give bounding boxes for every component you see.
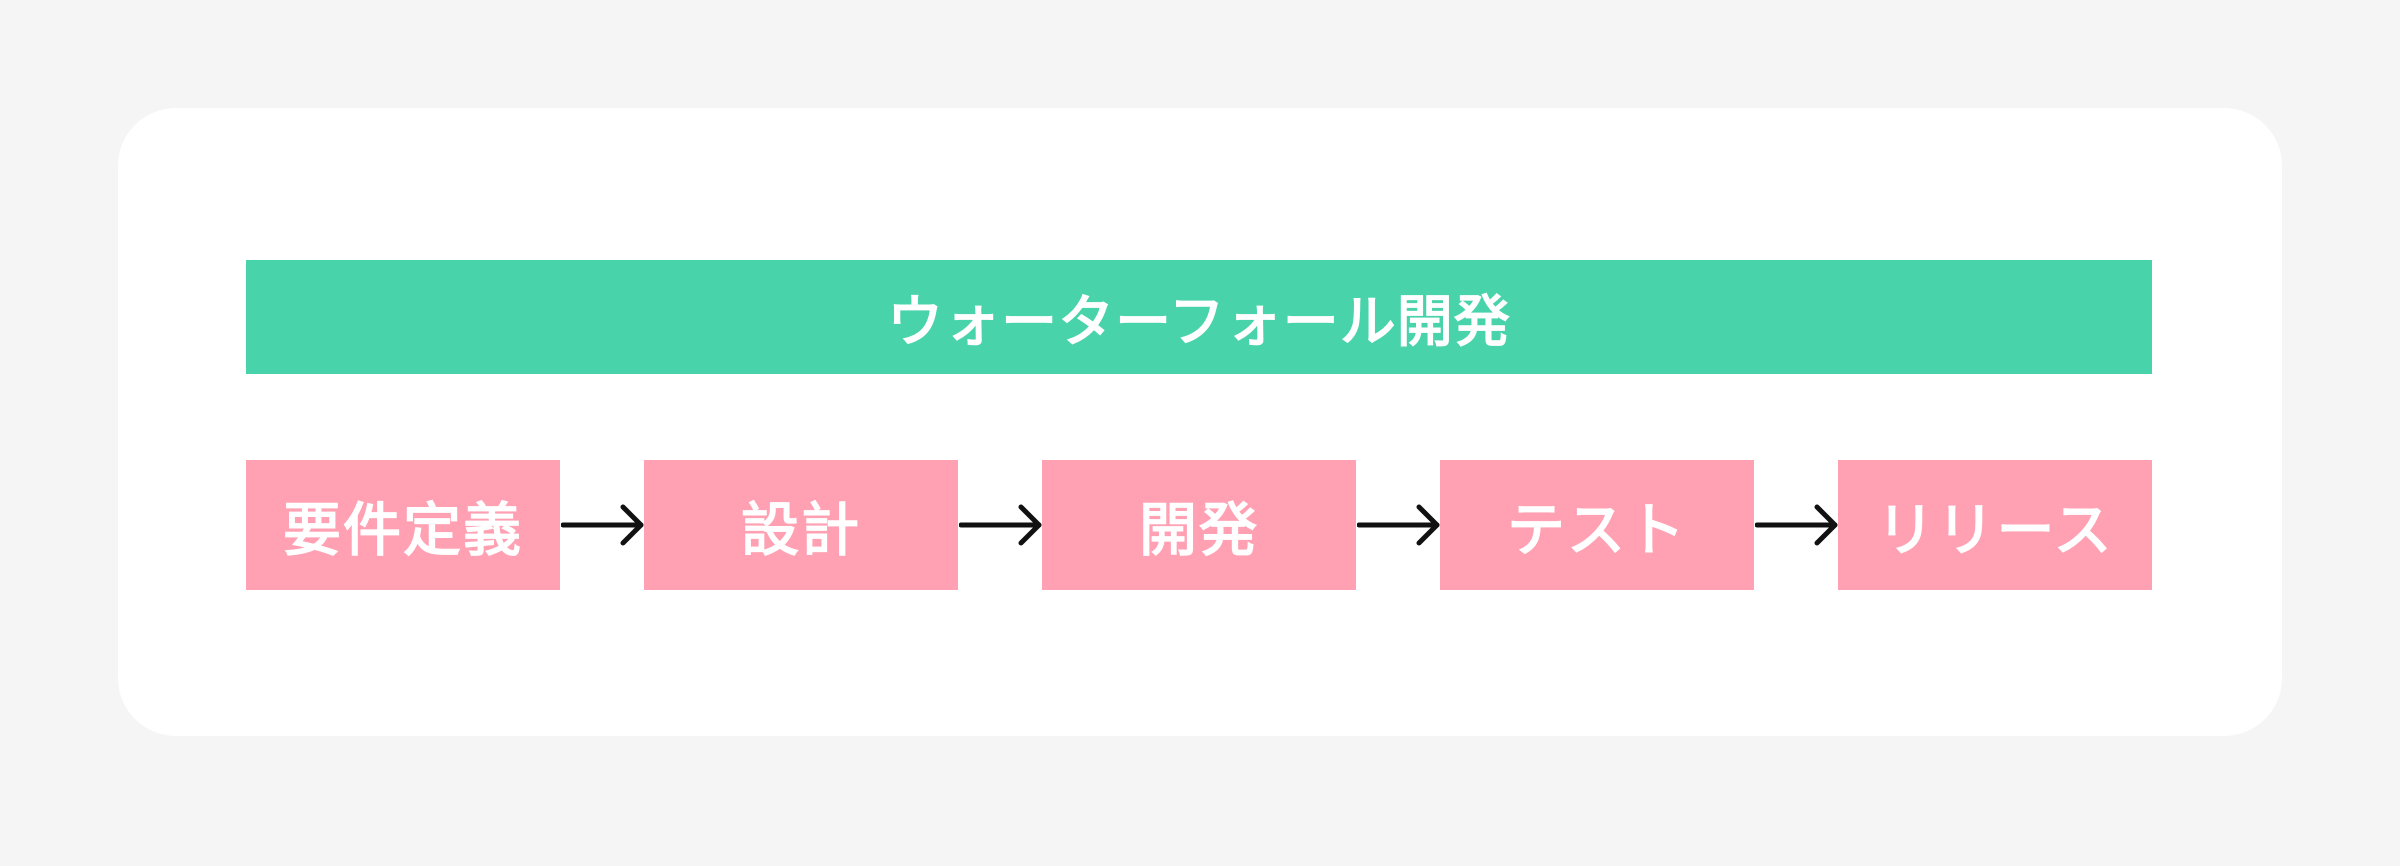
arrow-right-icon [561, 504, 644, 546]
step-test: テスト [1440, 460, 1754, 590]
arrow-right-icon [1755, 504, 1838, 546]
diagram-card [118, 108, 2282, 736]
step-development: 開発 [1042, 460, 1356, 590]
step-label: テスト [1506, 496, 1687, 564]
step-label: 設計 [740, 496, 861, 564]
header-bar: ウォーターフォール開発 [246, 260, 2152, 374]
arrow-right-icon [959, 504, 1042, 546]
step-release: リリース [1838, 460, 2152, 590]
step-requirements: 要件定義 [246, 460, 560, 590]
step-label: 開発 [1138, 496, 1259, 564]
header-title: ウォーターフォール開発 [887, 289, 1511, 355]
arrow-right-icon [1357, 504, 1440, 546]
step-label: リリース [1876, 496, 2114, 564]
step-design: 設計 [644, 460, 958, 590]
step-label: 要件定義 [282, 496, 523, 564]
